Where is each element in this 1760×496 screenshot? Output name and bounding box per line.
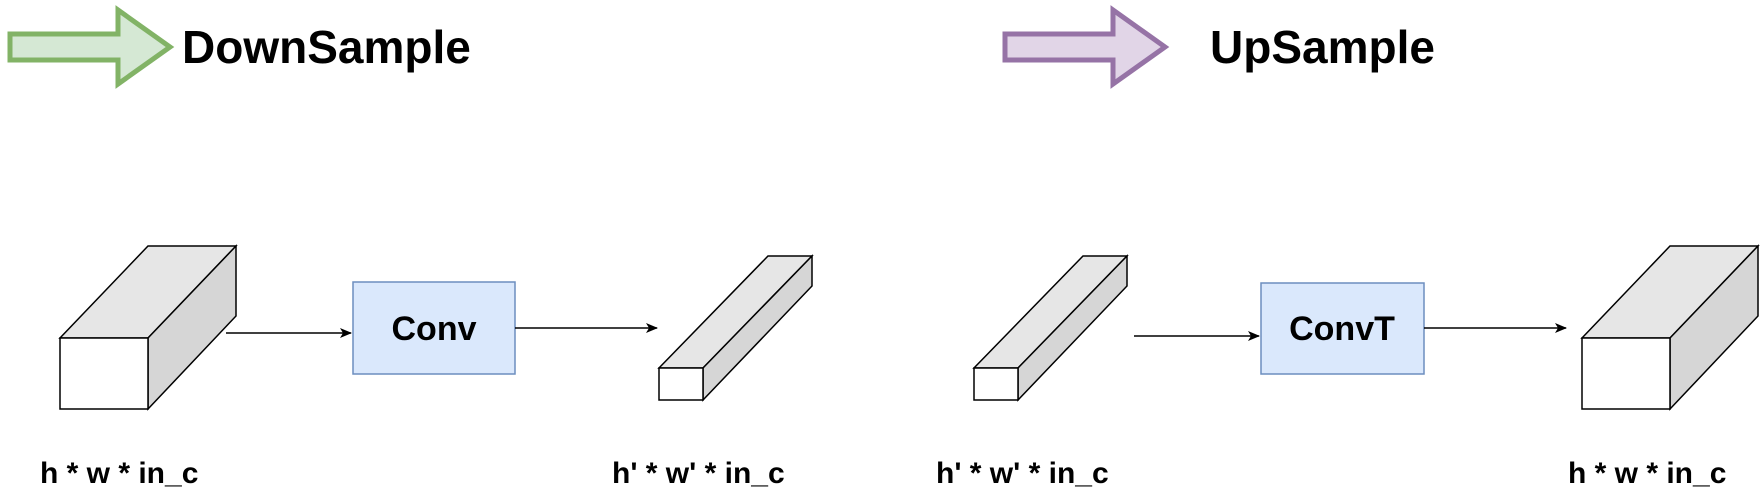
- upsample-arrow-icon: [1002, 5, 1170, 89]
- upsample-input-dims: h' * w' * in_c: [936, 457, 1109, 490]
- upsample-title: UpSample: [1210, 21, 1435, 73]
- upsample-input-tensor: [972, 254, 1129, 402]
- upsample-legend: UpSample: [1002, 5, 1435, 89]
- conv-label: Conv: [392, 310, 477, 348]
- convt-label: ConvT: [1289, 310, 1395, 348]
- downsample-output-tensor: [657, 254, 814, 402]
- downsample-input-dims: h * w * in_c: [40, 457, 198, 490]
- convt-operation-box: ConvT: [1260, 282, 1425, 375]
- conv-box: [352, 281, 516, 375]
- upsample-output-dims: h * w * in_c: [1568, 457, 1726, 490]
- cuboid-front-face: [973, 367, 1019, 401]
- downsample-title: DownSample: [182, 21, 471, 73]
- downsample-input-tensor: [58, 244, 238, 411]
- cuboid-front-face: [658, 367, 704, 401]
- upsample-output-tensor: [1580, 244, 1760, 411]
- cuboid-front-face: [59, 337, 149, 410]
- cuboid-front-face: [1581, 337, 1671, 410]
- downsample-arrow-icon: [7, 5, 175, 89]
- conv-operation-box: Conv: [352, 281, 516, 375]
- downsample-output-dims: h' * w' * in_c: [612, 457, 785, 490]
- downsample-legend: DownSample: [7, 5, 471, 89]
